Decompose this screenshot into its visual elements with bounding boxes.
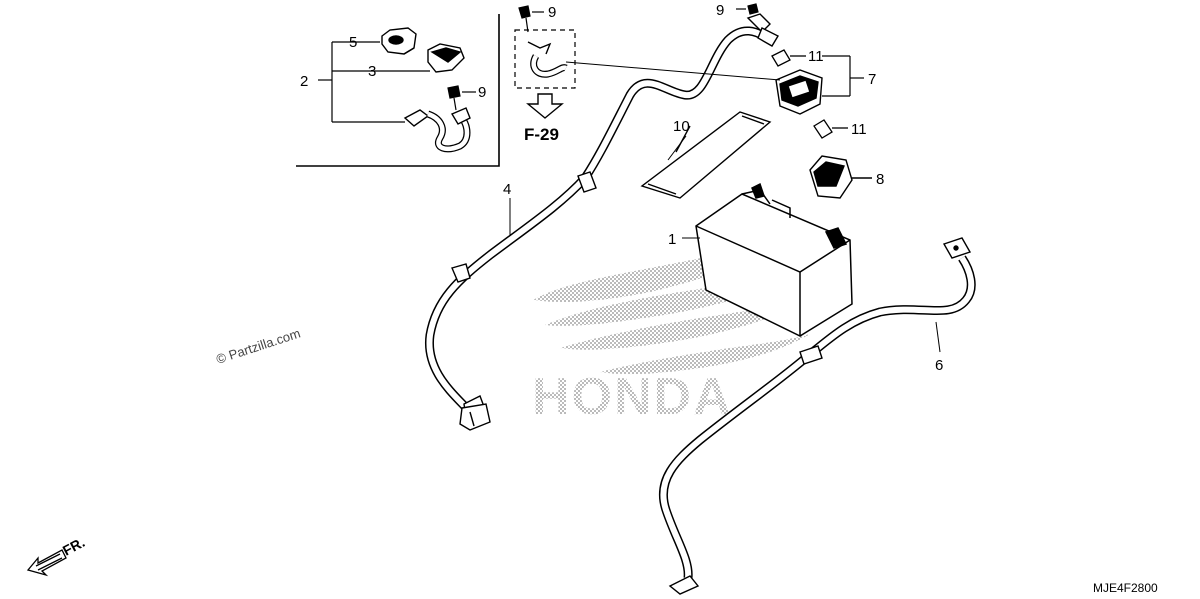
dashed-ref-box (514, 29, 576, 89)
part-8-fuse-cover (809, 155, 872, 199)
callout-8: 8 (876, 171, 884, 188)
part-6-terminal-top (942, 237, 972, 259)
callout-11-lower: 11 (851, 121, 867, 138)
part-9-bolt-top (518, 5, 544, 33)
diagram-code: MJE4F2800 (1093, 581, 1158, 595)
callout-9-inset: 9 (478, 84, 486, 101)
part-4-cable (425, 26, 773, 416)
callout-2: 2 (300, 73, 308, 90)
callout-10: 10 (673, 118, 690, 135)
callout-9-top: 9 (548, 4, 556, 21)
part-9-bolt-right (736, 3, 759, 15)
part-1-battery (695, 182, 853, 337)
callout-6: 6 (935, 357, 943, 374)
part-7-relay (775, 69, 823, 115)
part-2-sub-cable (403, 107, 471, 153)
part-9-bolt-inset (447, 85, 476, 111)
inset-box (296, 14, 500, 167)
callout-5: 5 (349, 34, 357, 51)
callout-9-right: 9 (716, 2, 724, 19)
part-4-top-terminal (746, 13, 779, 47)
callout-4: 4 (503, 181, 511, 198)
part-3-terminal-cover (427, 43, 465, 73)
connector-line-f29 (565, 61, 781, 81)
callout-1: 1 (668, 231, 676, 248)
callout-3: 3 (368, 63, 376, 80)
part-5-terminal-cap (381, 27, 417, 55)
leader-lines (509, 135, 941, 353)
part-4-clamp-2 (577, 171, 597, 193)
front-direction-arrow (26, 549, 67, 577)
part-10-battery-strap (640, 111, 772, 199)
callout-bracket-2 (318, 41, 430, 123)
callout-bracket-7 (822, 55, 864, 97)
part-4-end-connector (459, 395, 491, 431)
ref-page-label: F-29 (524, 125, 559, 144)
brand-watermark: HONDA (532, 368, 733, 426)
dashed-box-cable (527, 41, 568, 78)
part-11-fuse-upper (771, 49, 806, 67)
ref-arrow-down (526, 93, 564, 119)
callout-7: 7 (868, 71, 876, 88)
callout-11-upper: 11 (808, 48, 824, 65)
part-4-clamp-1 (451, 263, 471, 283)
part-6-terminal-bottom (668, 575, 700, 595)
partzilla-watermark: © Partzilla.com (214, 326, 302, 367)
part-11-fuse-lower (813, 119, 848, 139)
part-6-sleeve (799, 345, 823, 365)
